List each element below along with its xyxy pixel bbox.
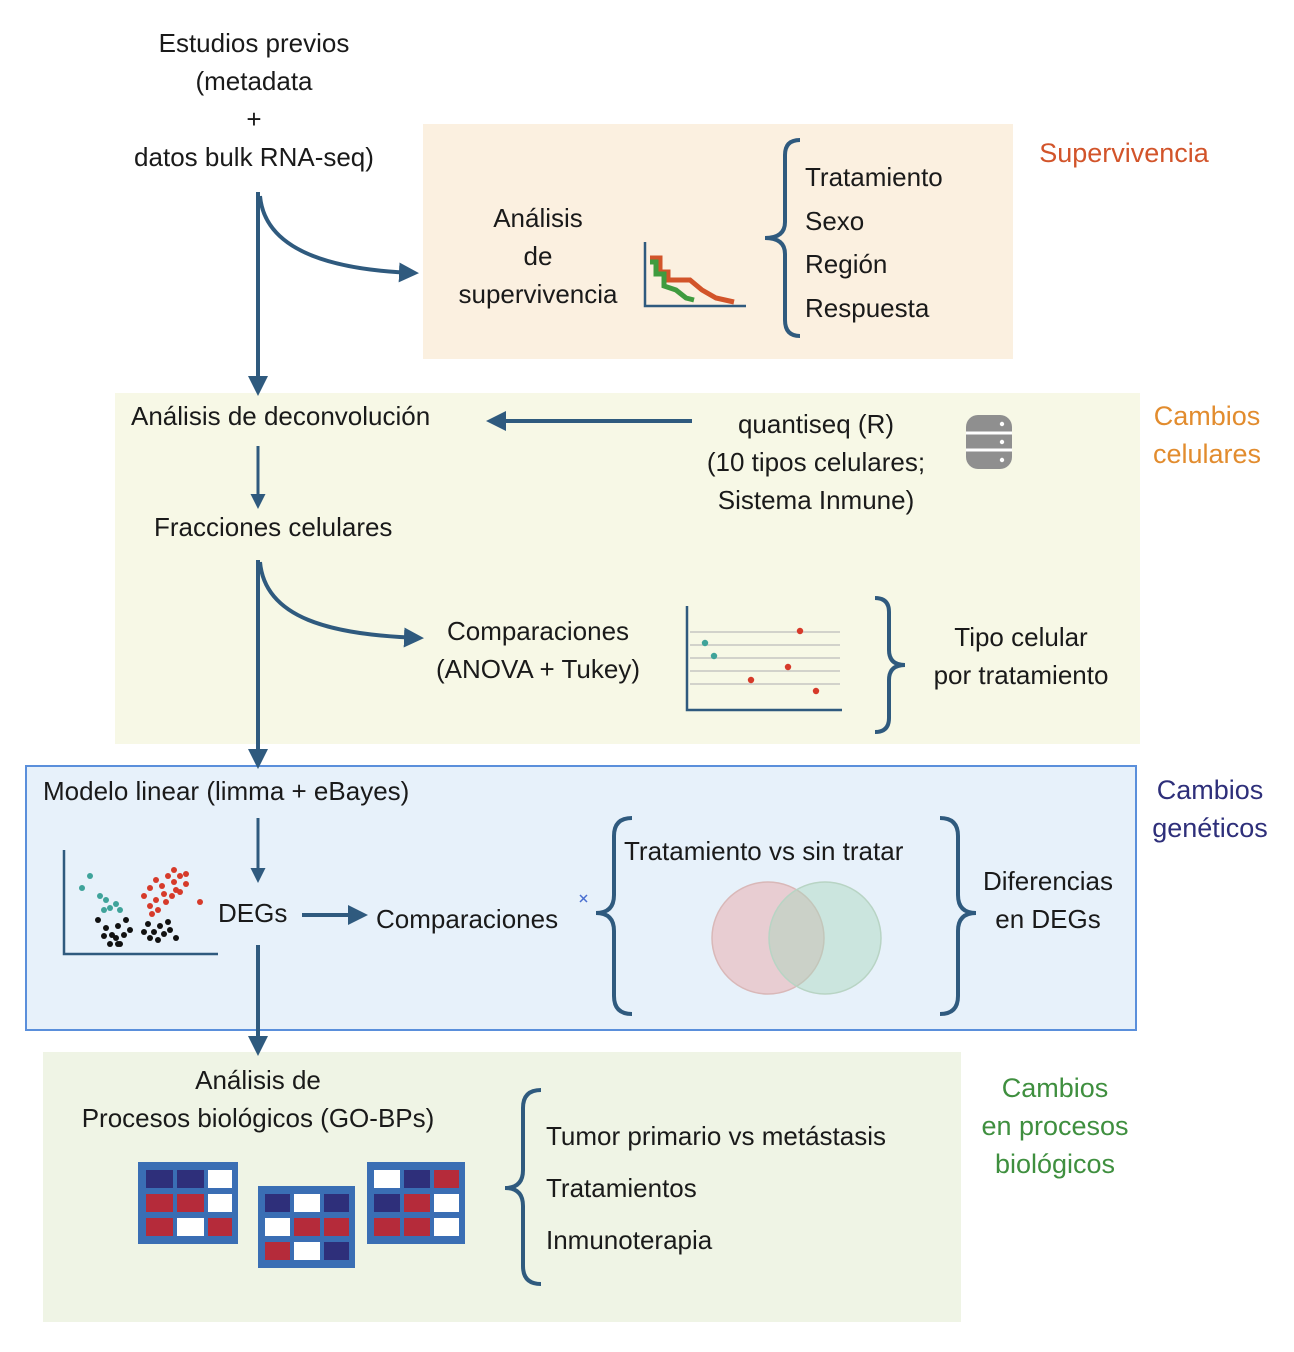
linear-model-label: Modelo linear (limma + eBayes) [43, 776, 410, 806]
geneticos-panel [25, 765, 1137, 1031]
venn-diagram-icon [711, 881, 882, 995]
variable-item: Tratamiento [805, 162, 943, 192]
brace-survival [764, 138, 801, 338]
comparison-type-label: Tratamiento vs sin tratar [624, 836, 904, 866]
database-icon [966, 415, 1012, 469]
go-item: Inmunoterapia [546, 1225, 713, 1255]
variable-item: Región [805, 249, 888, 279]
section-label-celulares: Cambios celulares [1152, 401, 1262, 469]
brace-genetic-left [595, 816, 633, 1016]
go-analysis-label: Análisis de Procesos biológicos (GO-BPs) [81, 1065, 435, 1133]
go-items: Tumor primario vs metástasis Tratamiento… [546, 1110, 886, 1266]
survival-curve-icon [643, 242, 746, 308]
input-title: Estudios previos (metadata + datos bulk … [134, 28, 374, 172]
cell-comparisons-label: Comparaciones (ANOVA + Tukey) [436, 616, 640, 684]
variable-item: Respuesta [805, 292, 930, 323]
cell-result-label: Tipo celular por tratamiento [933, 622, 1109, 690]
deconvolution-label: Análisis de deconvolución [131, 401, 431, 431]
section-label-supervivencia: Supervivencia [1039, 138, 1209, 168]
close-marker-icon [579, 894, 588, 903]
survival-analysis-label: Análisis de supervivencia [458, 203, 618, 309]
dot-plot-icon [685, 606, 842, 712]
supervivencia-panel [423, 124, 1013, 359]
variable-item: Sexo [805, 205, 865, 236]
brace-cell-result [874, 596, 906, 734]
arrow-to-survival [258, 195, 419, 283]
arrow-to-cell-comparisons [258, 561, 424, 648]
genetic-comparisons-label: Comparaciones [376, 904, 559, 934]
go-item: Tumor primario vs metástasis [546, 1121, 886, 1151]
brace-genetic-right [939, 816, 977, 1016]
quantiseq-label: quantiseq (R) (10 tipos celulares; Siste… [706, 409, 926, 515]
genetic-result-label: Diferencias en DEGs [982, 866, 1114, 934]
go-item: Tratamientos [546, 1173, 697, 1203]
survival-variables: Tratamiento Sexo Región Respuesta [805, 156, 943, 330]
volcano-plot-icon [62, 850, 218, 956]
fractions-label: Fracciones celulares [154, 512, 393, 542]
degs-label: DEGs [218, 898, 288, 928]
section-label-geneticos: Cambios genéticos [1152, 775, 1268, 843]
brace-procesos [504, 1088, 542, 1286]
heatmap-icon [138, 1162, 465, 1268]
section-label-procesos: Cambios en procesos biológicos [981, 1073, 1129, 1179]
